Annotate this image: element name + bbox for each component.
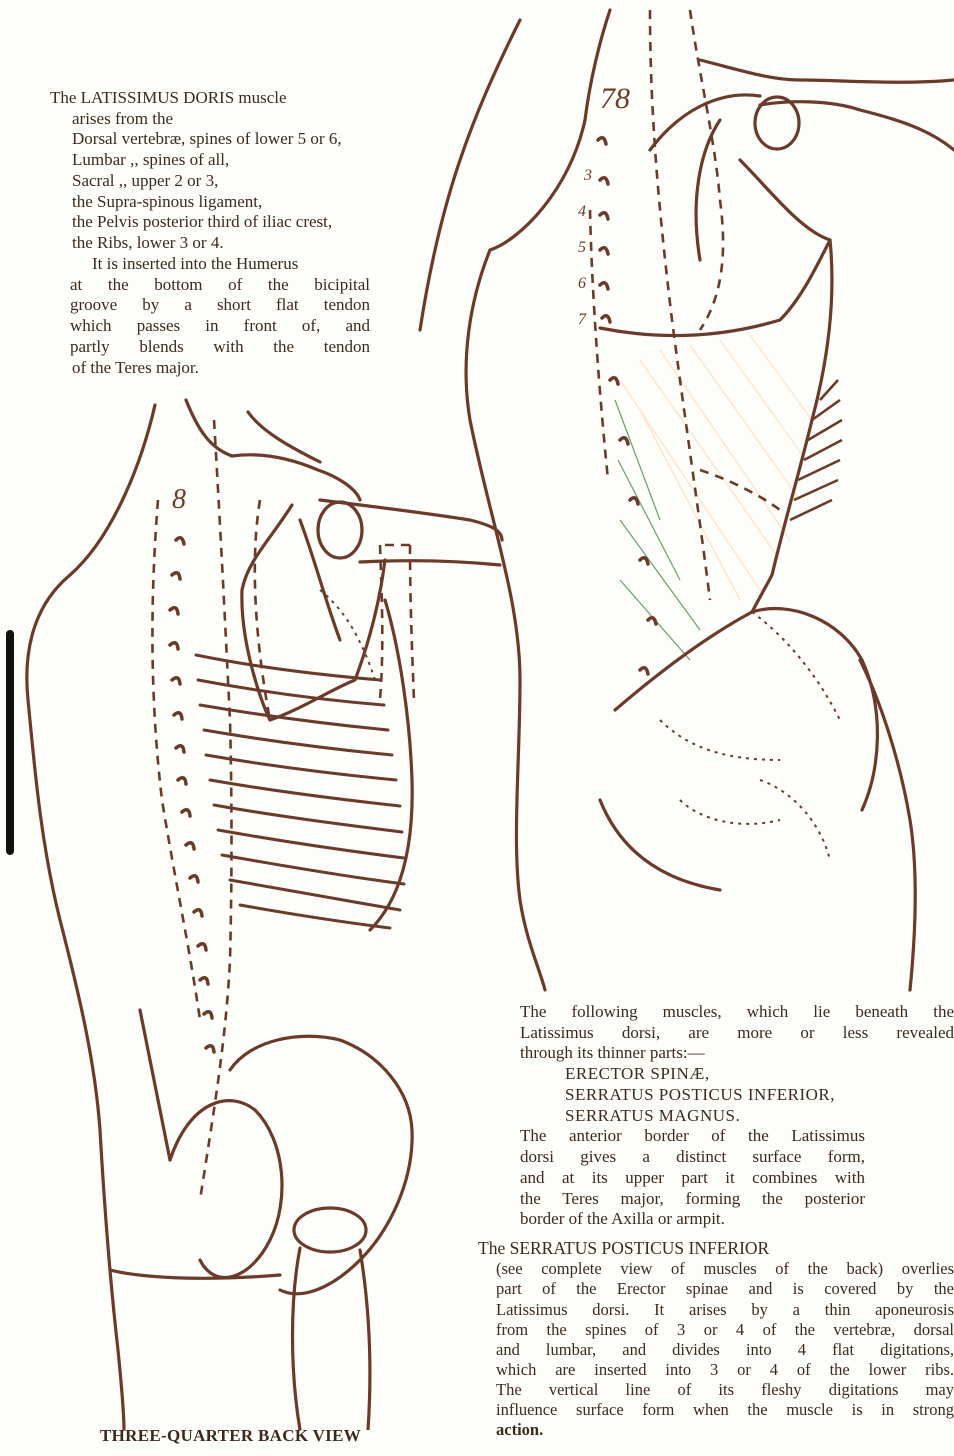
serratus-line: influence surface form when the muscle i… (478, 1400, 954, 1420)
lat-line: It is inserted into the Humerus (50, 254, 435, 275)
erector-spinae-muscle (592, 330, 752, 710)
lat-line: groove by a short flat tendon (50, 295, 370, 316)
beneath-intro-line: The following muscles, which lie beneath… (520, 1002, 954, 1023)
border-line: The anterior border of the Latissimus (520, 1126, 865, 1147)
serratus-line: from the spines of 3 or 4 of the vertebr… (478, 1320, 954, 1340)
serratus-line: Latissimus dorsi. It arises by a thin ap… (478, 1300, 954, 1320)
beneath-muscles-description: The following muscles, which lie beneath… (520, 1002, 954, 1230)
latissimus-description: The LATISSIMUS DORIS muscle arises from … (50, 88, 435, 378)
vertebra-number-78: 78 (600, 82, 630, 115)
beneath-intro-line: Latissimus dorsi, are more or less revea… (520, 1023, 954, 1044)
serratus-line: and lumbar, and divides into 4 flat digi… (478, 1340, 954, 1360)
border-line: the Teres major, forming the posterior (520, 1189, 865, 1210)
border-line: dorsi gives a distinct surface form, (520, 1147, 865, 1168)
vertebra-number-4: 4 (578, 203, 586, 220)
lat-line: at the bottom of the bicipital (50, 275, 370, 296)
muscle-name: SERRATUS POSTICUS INFERIOR, (520, 1085, 954, 1106)
vertebra-number-3: 3 (583, 167, 592, 184)
figure-caption: THREE-QUARTER BACK VIEW (100, 1426, 361, 1446)
beneath-intro-line: through its thinner parts:— (520, 1043, 954, 1064)
serratus-heading: The SERRATUS POSTICUS INFERIOR (478, 1238, 954, 1259)
serratus-description: The SERRATUS POSTICUS INFERIOR (see comp… (478, 1238, 954, 1440)
muscle-name: SERRATUS MAGNUS. (520, 1106, 954, 1127)
vertebra-number-7: 7 (578, 311, 587, 328)
lat-line: Lumbar ,, spines of all, (50, 150, 435, 171)
lat-line: the Ribs, lower 3 or 4. (50, 233, 435, 254)
lat-line: the Supra-spinous ligament, (50, 192, 435, 213)
lat-heading: The LATISSIMUS DORIS muscle (50, 88, 435, 109)
lat-line: arises from the (50, 109, 435, 130)
upper-green-muscle (816, 146, 838, 196)
lat-line: of the Teres major. (50, 358, 435, 379)
lat-line: Sacral ,, upper 2 or 3, (50, 171, 435, 192)
lat-line: which passes in front of, and (50, 316, 370, 337)
lat-line: the Pelvis posterior third of iliac cres… (50, 212, 435, 233)
border-line: and at its upper part it combines with (520, 1168, 865, 1189)
muscle-name: ERECTOR SPINÆ, (520, 1064, 954, 1085)
serratus-line: action. (478, 1420, 954, 1440)
serratus-line: which are inserted into 3 or 4 of the lo… (478, 1360, 954, 1380)
lat-line: partly blends with the tendon (50, 337, 370, 358)
serratus-line: (see complete view of muscles of the bac… (478, 1259, 954, 1279)
page-edge-shadow (6, 630, 14, 855)
serratus-line: part of the Erector spinae and is covere… (478, 1279, 954, 1299)
vertebra-number-5: 5 (578, 239, 586, 256)
serratus-line: The vertical line of its fleshy digitati… (478, 1380, 954, 1400)
border-line: border of the Axilla or armpit. (520, 1209, 954, 1230)
lat-line: Dorsal vertebræ, spines of lower 5 or 6, (50, 129, 435, 150)
vertebra-number-6: 6 (578, 275, 586, 292)
